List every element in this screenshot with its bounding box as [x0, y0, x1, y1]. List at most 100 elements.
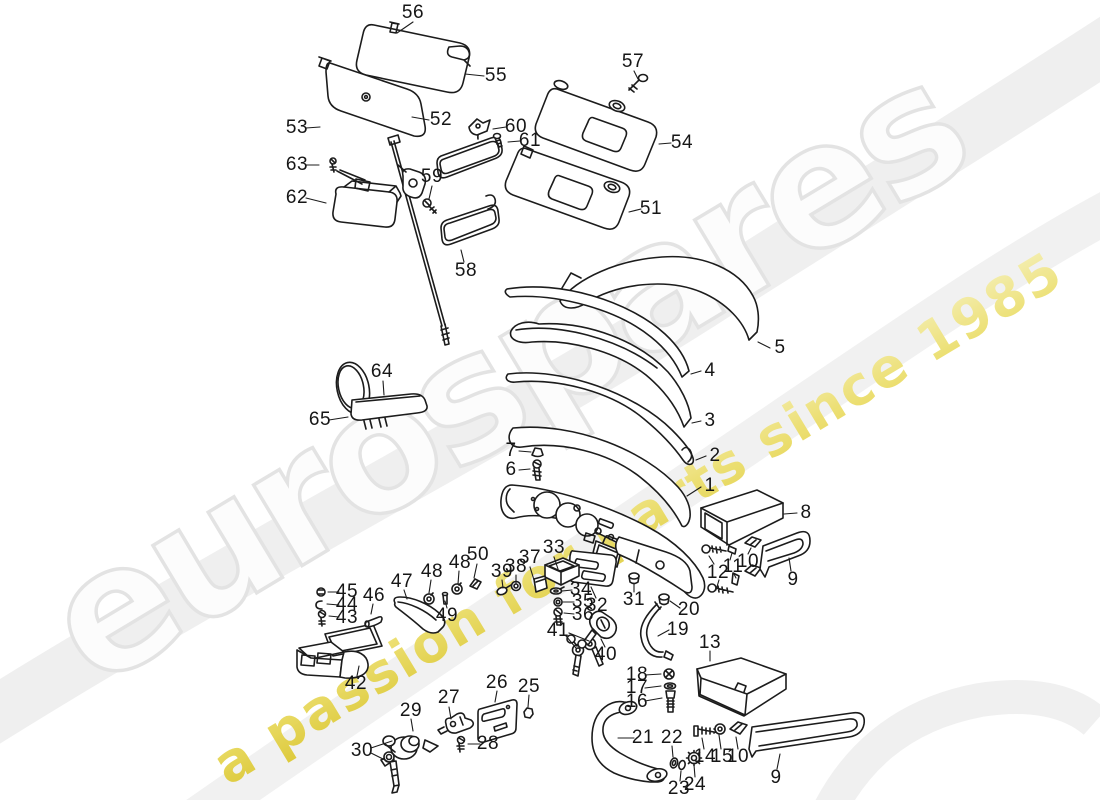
part-8-glove-box-insert — [700, 489, 784, 546]
part-58-rear-view-mirror — [440, 194, 500, 246]
part-label-56: 56 — [401, 2, 425, 23]
part-60-61-mirror-bracket — [436, 118, 503, 179]
part-48-grommets — [423, 582, 463, 605]
part-label-39: 39 — [490, 561, 514, 582]
part-14-screw — [693, 725, 718, 737]
part-label-44: 44 — [335, 594, 359, 615]
part-47-trim — [393, 596, 446, 634]
part-1-dash-pad — [508, 426, 691, 528]
part-label-29: 29 — [399, 700, 423, 721]
part-label-43: 43 — [335, 607, 359, 628]
part-label-51: 51 — [639, 198, 663, 219]
part-label-61: 61 — [518, 130, 542, 151]
part-44-clip — [315, 600, 323, 610]
part-20-grommet — [658, 593, 670, 606]
part-label-57: 57 — [621, 51, 645, 72]
part-25-nut — [523, 707, 534, 719]
part-39-clip — [496, 584, 512, 596]
part-label-7: 7 — [505, 440, 517, 461]
part-18-nut — [663, 668, 675, 680]
part-15-nut — [714, 723, 726, 735]
part-10-clips-upper — [744, 536, 762, 577]
part-7-clip — [531, 447, 544, 458]
part-label-41: 41 — [546, 620, 570, 641]
part-55-sun-visor — [355, 21, 471, 94]
part-26-striker-plate — [477, 699, 518, 743]
part-label-10: 10 — [726, 746, 750, 767]
part-label-52: 52 — [429, 109, 453, 130]
part-11-pins — [727, 545, 740, 586]
part-45-nut — [316, 587, 326, 597]
part-label-50: 50 — [466, 544, 490, 565]
part-label-38: 38 — [504, 556, 528, 577]
watermark-swoosh — [0, 16, 1100, 800]
part-label-37: 37 — [518, 547, 542, 568]
part-13-glove-box — [696, 657, 787, 717]
part-label-35: 35 — [571, 591, 595, 612]
part-label-17: 17 — [625, 677, 649, 698]
part-label-62: 62 — [285, 187, 309, 208]
part-label-32: 32 — [585, 595, 609, 616]
part-51-sun-visor — [504, 145, 631, 230]
part-19-cable — [639, 601, 674, 661]
part-label-3: 3 — [704, 410, 716, 431]
part-21-grab-handle — [591, 700, 668, 783]
part-label-28: 28 — [476, 733, 500, 754]
part-65-mirror-base — [350, 393, 428, 430]
part-4-dash-pad — [504, 286, 690, 378]
part-label-14: 14 — [693, 746, 717, 767]
part-label-22: 22 — [660, 727, 684, 748]
part-43-screw — [317, 609, 327, 627]
part-9-trim-strip-upper — [759, 530, 811, 578]
part-22-washer — [669, 757, 679, 769]
part-label-19: 19 — [666, 619, 690, 640]
part-17-washer — [663, 682, 677, 690]
part-40-lock-cylinder — [577, 610, 618, 649]
part-label-24: 24 — [683, 774, 707, 795]
part-label-27: 27 — [437, 687, 461, 708]
part-label-10: 10 — [736, 551, 760, 572]
part-label-60: 60 — [504, 116, 528, 137]
part-label-25: 25 — [517, 676, 541, 697]
part-27-latch — [437, 712, 475, 735]
part-label-13: 13 — [698, 632, 722, 653]
part-29-lock-assembly — [380, 735, 439, 767]
part-label-18: 18 — [625, 664, 649, 685]
part-label-45: 45 — [335, 581, 359, 602]
part-label-16: 16 — [625, 691, 649, 712]
part-9-trim-strip-lower — [748, 711, 866, 758]
part-label-55: 55 — [484, 65, 508, 86]
part-label-15: 15 — [710, 746, 734, 767]
part-label-2: 2 — [709, 445, 721, 466]
part-label-48: 48 — [448, 552, 472, 573]
part-label-12: 12 — [706, 562, 730, 583]
part-37-plate — [533, 575, 548, 593]
part-label-63: 63 — [285, 154, 309, 175]
part-label-54: 54 — [670, 132, 694, 153]
part-label-36: 36 — [571, 604, 595, 625]
part-12-screws — [701, 544, 734, 594]
part-46-pin — [364, 615, 383, 628]
part-label-21: 21 — [631, 727, 655, 748]
part-49-pin — [441, 591, 449, 605]
part-label-6: 6 — [505, 459, 517, 480]
part-28-screw — [456, 735, 466, 753]
part-42-ashtray — [296, 623, 383, 679]
part-50-clip — [469, 578, 482, 590]
part-35-washer — [553, 597, 563, 607]
part-label-9: 9 — [770, 767, 782, 788]
part-6-screw — [532, 459, 542, 481]
part-label-31: 31 — [622, 589, 646, 610]
part-label-42: 42 — [344, 673, 368, 694]
part-label-58: 58 — [454, 260, 478, 281]
part-label-64: 64 — [370, 361, 394, 382]
part-label-65: 65 — [308, 409, 332, 430]
part-label-40: 40 — [594, 644, 618, 665]
part-label-53: 53 — [285, 117, 309, 138]
part-30-key — [383, 751, 400, 794]
part-62-63-interior-mirror — [329, 157, 402, 228]
part-32-support-plate — [568, 550, 617, 587]
leader-lines — [305, 21, 798, 782]
